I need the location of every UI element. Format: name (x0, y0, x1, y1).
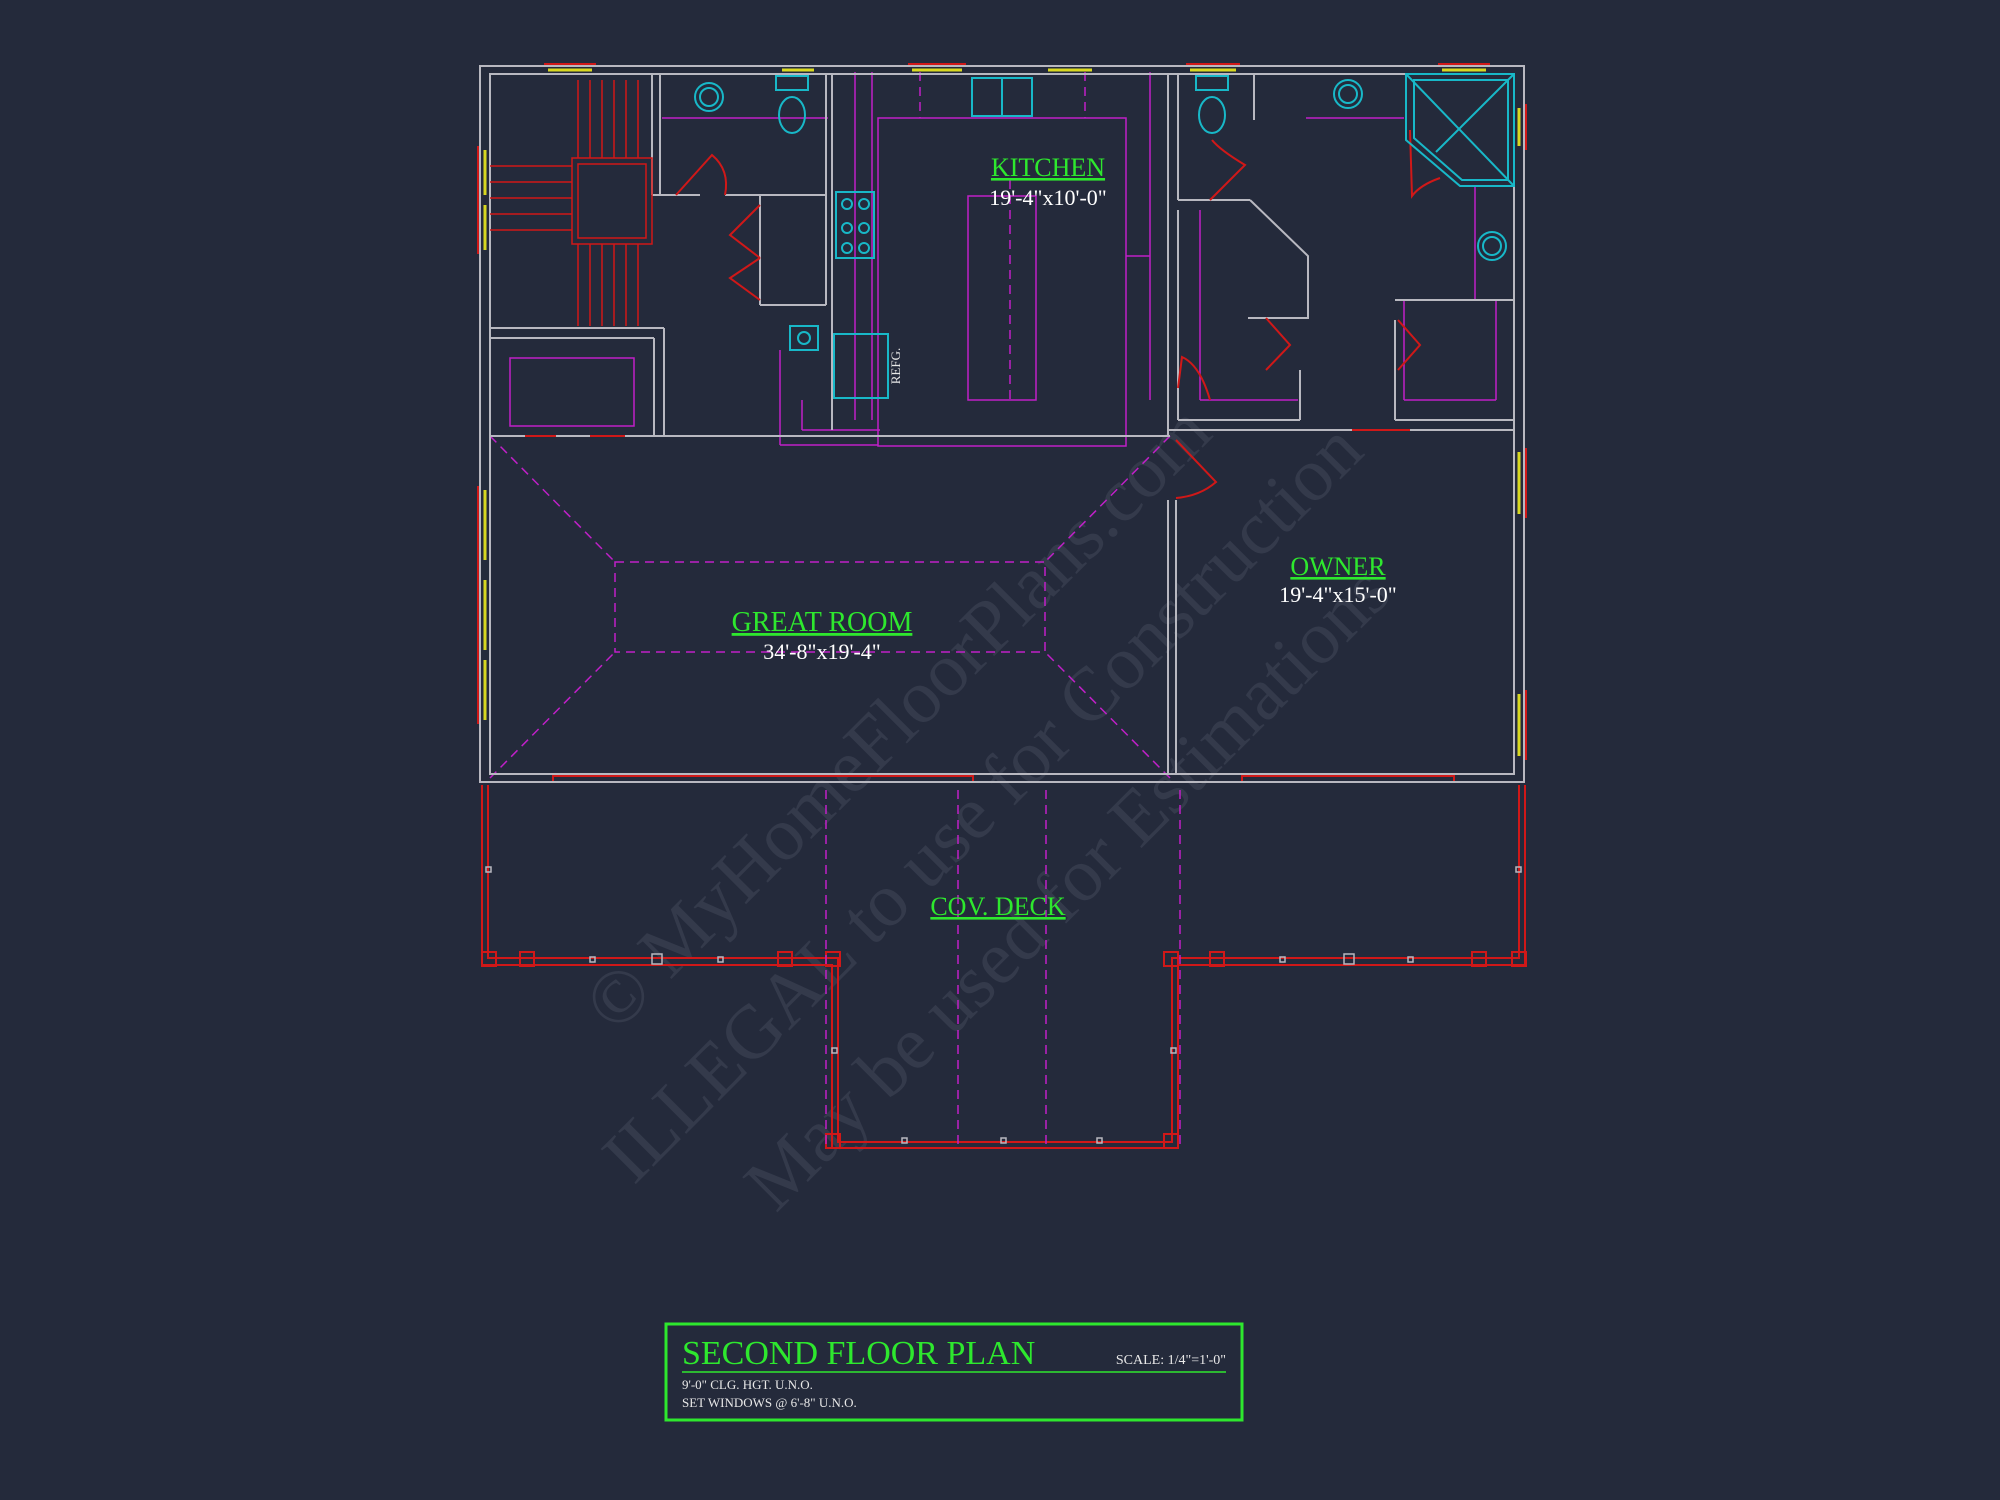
title-block-frame (664, 1322, 1244, 1422)
doors (525, 129, 1441, 499)
title-block-title: SECOND FLOOR PLAN (682, 1335, 1035, 1372)
room-owner-name: OWNER (1290, 552, 1386, 581)
lavatory-icon (694, 82, 724, 112)
title-block-windows-note: SET WINDOWS @ 6'-8" U.N.O. (682, 1395, 857, 1410)
kitchen-casework (509, 72, 1497, 447)
prep-sink-icon (789, 325, 819, 351)
watermark-line-2: ILLEGAL to use for Construction (586, 406, 1378, 1198)
room-kitchen-name: KITCHEN (991, 153, 1105, 182)
room-owner: OWNER 19'-4"x15'-0" (1279, 552, 1397, 607)
room-great-room-name: GREAT ROOM (732, 607, 913, 638)
toilet-icon (775, 75, 809, 134)
room-owner-dims: 19'-4"x15'-0" (1279, 582, 1397, 607)
room-kitchen: KITCHEN 19'-4"x10'-0" (989, 153, 1107, 210)
room-kitchen-dims: 19'-4"x10'-0" (989, 185, 1107, 210)
windows (483, 68, 1521, 756)
title-block-ceiling-note: 9'-0" CLG. HGT. U.N.O. (682, 1377, 813, 1392)
lavatory-icon (1477, 231, 1507, 261)
refrigerator-icon (833, 333, 889, 399)
watermark: © MyHomeFloorPlans.com ILLEGAL to use fo… (568, 388, 1406, 1226)
room-great-room-dims: 34'-8"x19'-4" (763, 639, 881, 664)
title-block-scale: SCALE: 1/4"=1'-0" (1116, 1353, 1226, 1368)
covered-deck-structure (481, 775, 1527, 1149)
deck-posts (485, 866, 1522, 1144)
title-block: SECOND FLOOR PLAN SCALE: 1/4"=1'-0" 9'-0… (664, 1322, 1244, 1422)
cooktop-icon (835, 191, 875, 259)
stair (490, 80, 653, 326)
room-cov-deck-name: COV. DECK (930, 892, 1066, 921)
room-great-room: GREAT ROOM 34'-8"x19'-4" (732, 607, 913, 664)
toilet-icon (1195, 75, 1229, 134)
kitchen-sink-icon (971, 77, 1033, 117)
refrigerator-label: REFG. (888, 348, 903, 384)
fixtures (694, 73, 1515, 399)
walls (479, 65, 1525, 783)
window-frames (477, 63, 1527, 760)
watermark-line-1: © MyHomeFloorPlans.com (568, 388, 1227, 1047)
lavatory-icon (1333, 79, 1363, 109)
shower-icon (1405, 73, 1515, 187)
